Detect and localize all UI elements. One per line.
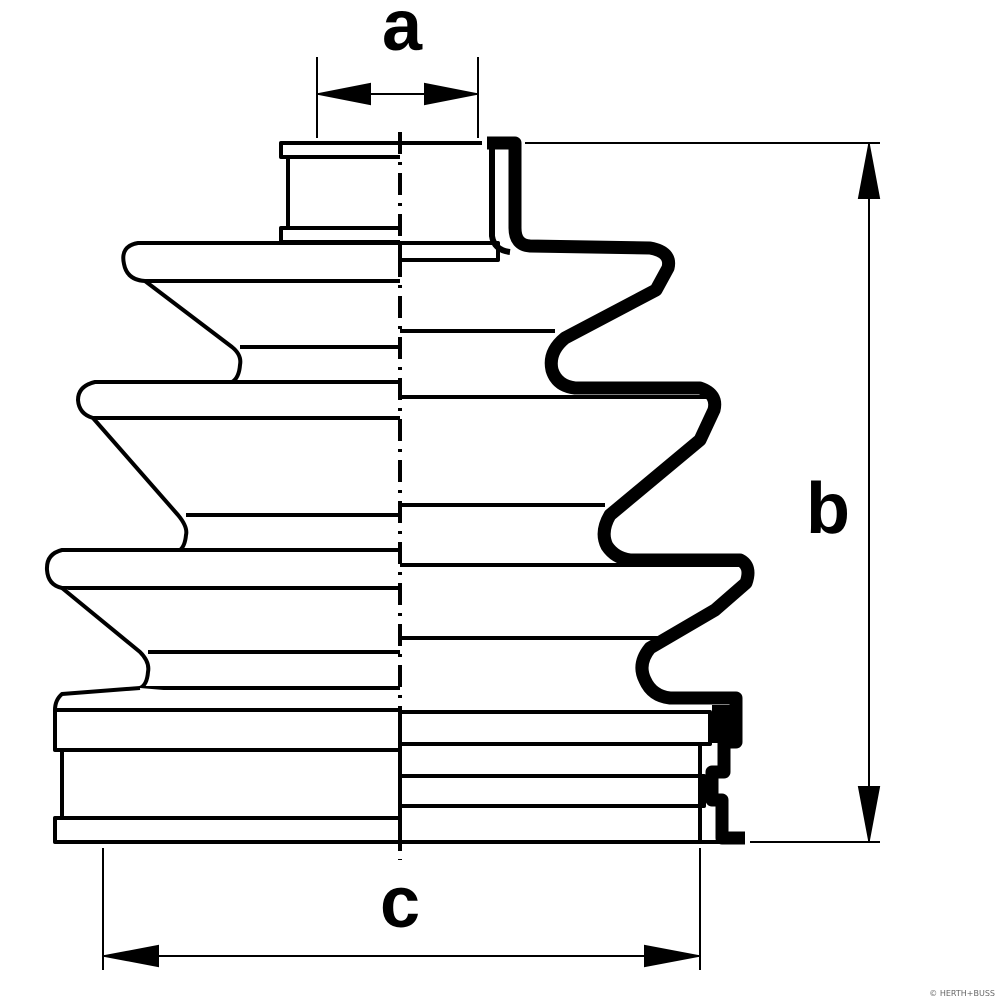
large-end-exterior xyxy=(53,686,400,712)
convolution-3-taper xyxy=(60,586,400,690)
dimension-a-arrow-left xyxy=(318,82,371,106)
dimension-b xyxy=(525,142,881,843)
dimension-c-arrow-left xyxy=(104,944,159,968)
convolution-2-exterior xyxy=(76,380,400,420)
convolution-1-exterior xyxy=(121,241,400,283)
convolution-3-exterior xyxy=(44,548,400,590)
neck-exterior xyxy=(279,141,400,244)
boot-wall-section xyxy=(487,136,755,845)
boot-section-half xyxy=(398,141,750,844)
large-end-clamp-section xyxy=(712,705,742,743)
collar-band-1 xyxy=(53,708,402,752)
dimension-b-label: b xyxy=(806,469,850,549)
dimension-c xyxy=(102,848,701,970)
boot-wall-inner xyxy=(489,148,511,255)
dimension-a-arrow-right xyxy=(424,82,477,106)
watermark-text: © HERTH+BUSS xyxy=(929,989,995,998)
dimension-a-label: a xyxy=(382,0,423,66)
dimension-b-arrow-bottom xyxy=(857,786,881,841)
convolution-1-taper xyxy=(143,279,400,384)
dimension-c-arrow-right xyxy=(644,944,699,968)
collar-band-3 xyxy=(53,816,402,844)
convolution-2-taper xyxy=(91,416,400,552)
collar-band-2 xyxy=(60,748,402,820)
section-collar-band-2 xyxy=(398,774,706,808)
dimension-b-arrow-top xyxy=(857,144,881,199)
dimension-a xyxy=(316,57,479,138)
boot-exterior-half xyxy=(44,141,402,844)
section-collar-band-1 xyxy=(398,710,712,746)
dimension-c-label: c xyxy=(380,863,420,943)
section-neck-ring xyxy=(398,241,500,262)
